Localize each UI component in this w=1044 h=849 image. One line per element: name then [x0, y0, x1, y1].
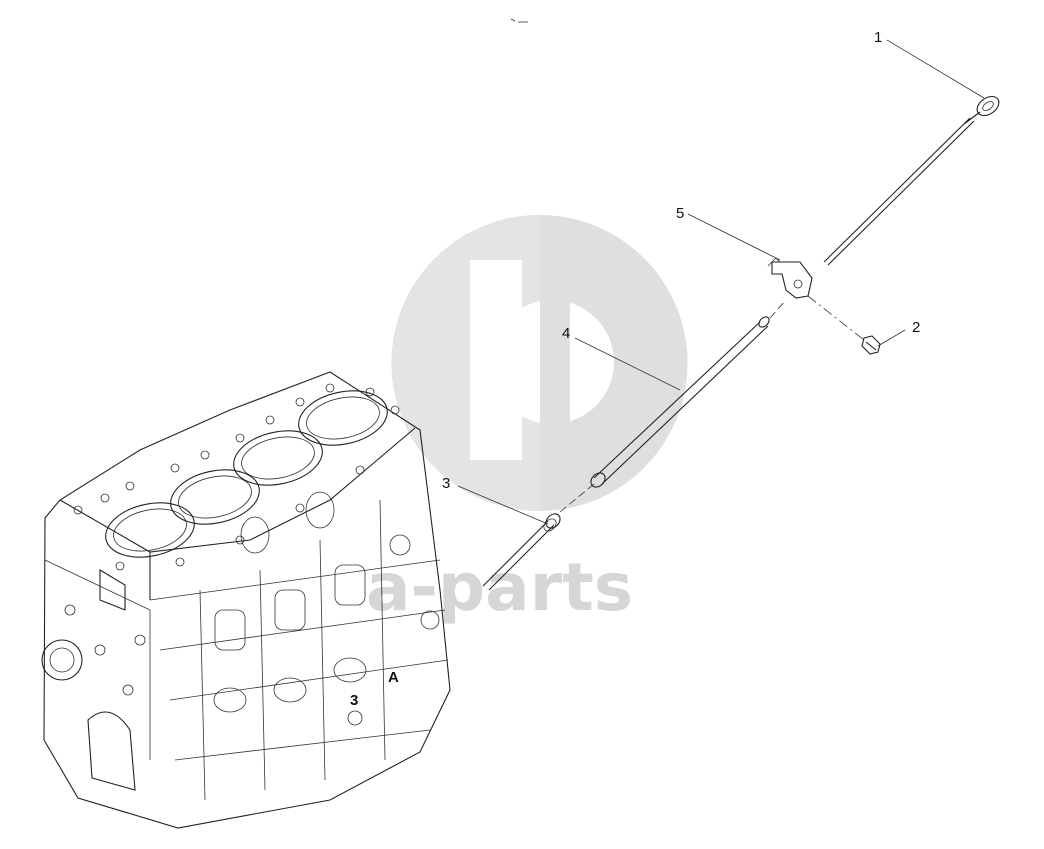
- axis-line-bolt: [807, 295, 865, 341]
- leader-lines: [457, 39, 985, 525]
- watermark-logo: [391, 215, 688, 511]
- callout-1: 1: [874, 29, 882, 46]
- part-4-upper-tube: [590, 316, 770, 488]
- callout-2: 2: [912, 319, 920, 336]
- part-2-bolt: [861, 335, 881, 355]
- callout-5: 5: [676, 205, 684, 222]
- part-5-bracket: [767, 257, 813, 299]
- block-side-mark: A: [388, 669, 399, 686]
- top-mark: [510, 18, 528, 23]
- watermark-text: a-parts: [366, 549, 633, 626]
- callout-4: 4: [562, 325, 570, 342]
- engine-block: 3 A: [41, 371, 451, 829]
- axis-line-lower: [559, 483, 595, 513]
- callout-3: 3: [442, 475, 450, 492]
- block-cyl-mark: 3: [350, 692, 358, 709]
- part-3-lower-tube: [482, 513, 561, 591]
- part-1-dipstick: [823, 95, 1000, 266]
- axis-line-upper: [769, 299, 787, 319]
